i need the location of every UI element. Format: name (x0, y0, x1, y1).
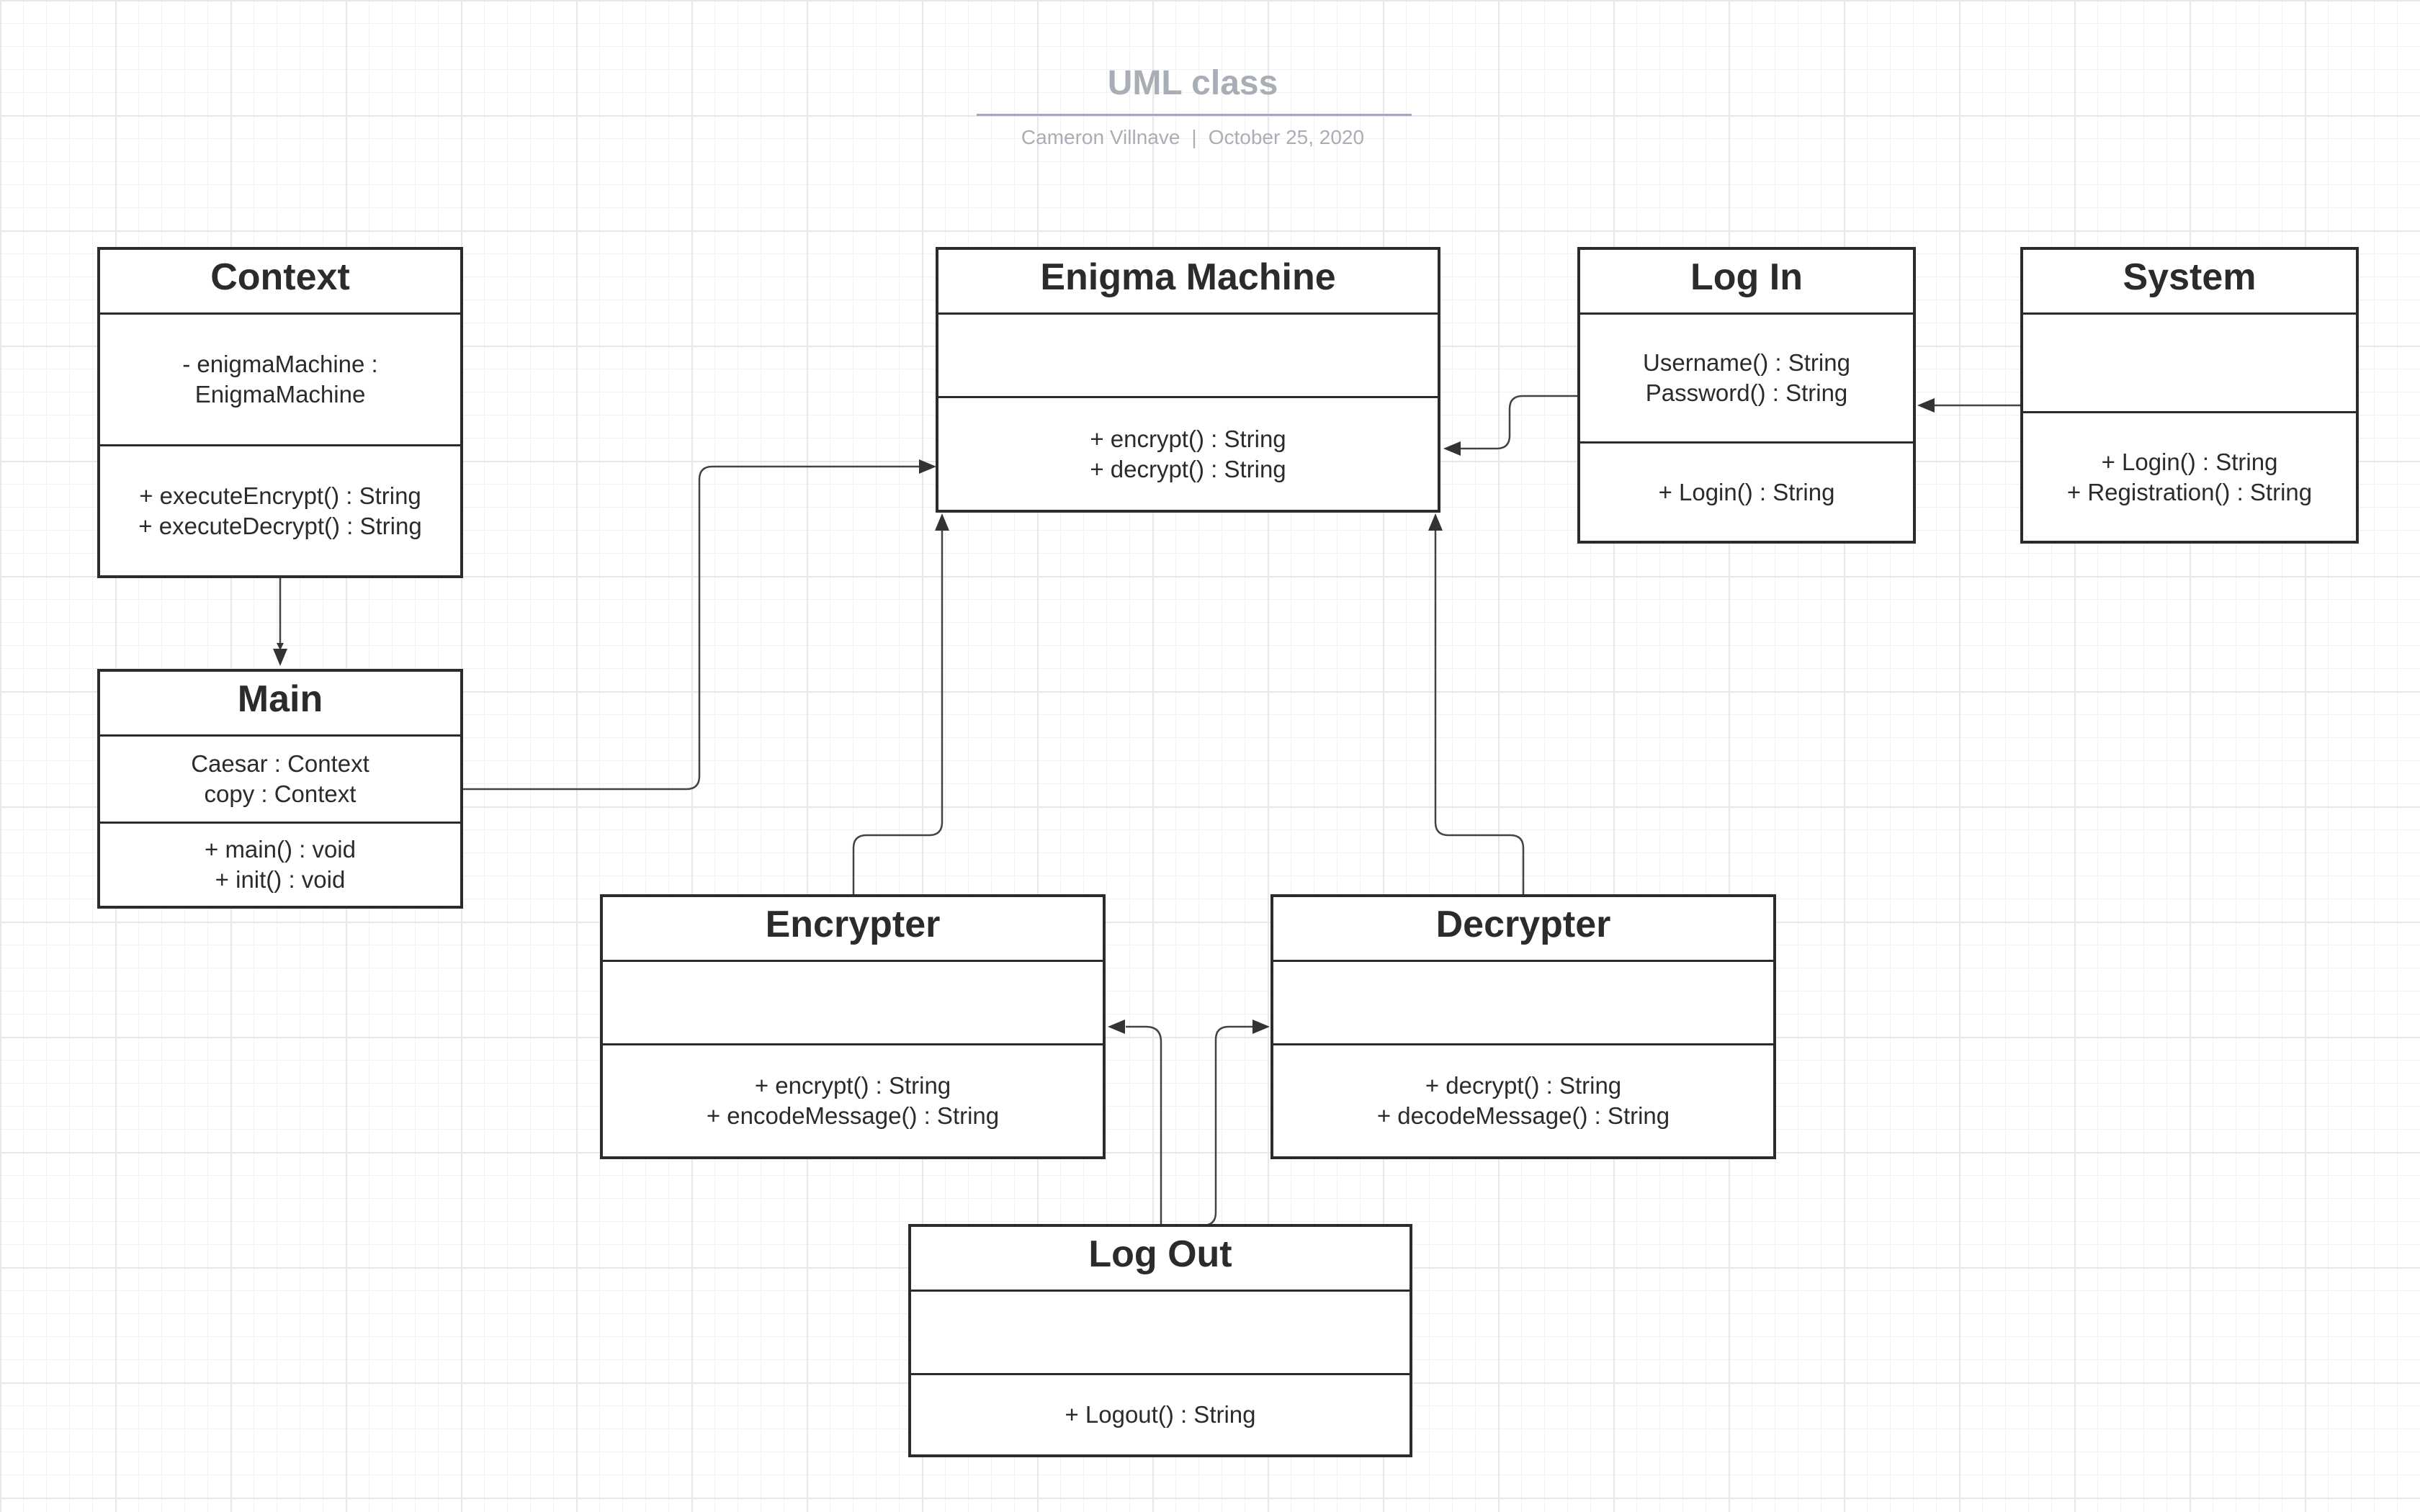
arrowhead-enigma-right (1443, 441, 1461, 456)
attribute-section (603, 962, 1103, 1043)
class-name: Context (100, 250, 460, 315)
attribute-section (911, 1292, 1410, 1373)
class-name: System (2023, 250, 2356, 315)
method: + main() : void (205, 836, 356, 863)
method: + init() : void (215, 866, 346, 893)
attribute: EnigmaMachine (194, 381, 366, 408)
class-name: Main (100, 672, 460, 737)
attribute: Password() : String (1645, 379, 1848, 406)
arrowhead-enigma-left (919, 459, 936, 474)
class-system[interactable]: System + Login() : String + Registration… (2020, 247, 2359, 544)
connector-logout-to-encrypter[interactable] (1126, 1025, 1162, 1225)
method-section: + Logout() : String (911, 1373, 1410, 1454)
method-section: + encrypt() : String + encodeMessage() :… (603, 1043, 1103, 1156)
attribute: Caesar : Context (191, 750, 369, 777)
attribute: - enigmaMachine : (182, 351, 378, 377)
connector-logout-to-decrypter[interactable] (1161, 1025, 1258, 1227)
class-encrypter[interactable]: Encrypter + encrypt() : String + encodeM… (600, 894, 1106, 1159)
connector-encrypter-to-enigma[interactable] (852, 526, 944, 895)
class-log-out[interactable]: Log Out + Logout() : String (908, 1224, 1412, 1457)
method-section: + Login() : String (1580, 441, 1913, 541)
method: + decrypt() : String (1090, 455, 1286, 482)
method: + decrypt() : String (1425, 1072, 1622, 1099)
method: + executeDecrypt() : String (138, 512, 422, 539)
arrowhead-encrypter-up (935, 513, 949, 531)
attribute-section: Username() : String Password() : String (1580, 315, 1913, 441)
class-name: Enigma Machine (938, 250, 1438, 315)
arrowhead-login-right (1917, 398, 1935, 413)
diagram-meta: Cameron Villnave | October 25, 2020 (972, 126, 1413, 149)
class-log-in[interactable]: Log In Username() : String Password() : … (1577, 247, 1916, 544)
class-main[interactable]: Main Caesar : Context copy : Context + m… (97, 669, 463, 909)
arrowhead-decrypter-up (1428, 513, 1443, 531)
attribute-section: - enigmaMachine : EnigmaMachine (100, 315, 460, 444)
method: + executeEncrypt() : String (139, 482, 421, 509)
method: + encrypt() : String (754, 1072, 951, 1099)
method: + Logout() : String (1065, 1401, 1256, 1428)
diagram-title: UML class (1107, 64, 1278, 102)
method-section: + main() : void + init() : void (100, 822, 460, 906)
attribute-section (938, 315, 1438, 396)
method-section: + executeEncrypt() : String + executeDec… (100, 444, 460, 575)
class-enigma-machine[interactable]: Enigma Machine + encrypt() : String + de… (936, 247, 1440, 513)
class-name: Encrypter (603, 897, 1103, 962)
diagram-author: Cameron Villnave (1021, 126, 1180, 148)
title-underline (977, 114, 1412, 116)
method: + encodeMessage() : String (706, 1102, 1000, 1129)
method: + encrypt() : String (1090, 425, 1286, 452)
arrowhead-decrypter-left (1252, 1020, 1270, 1034)
diagram-date: October 25, 2020 (1208, 126, 1365, 148)
attribute-section (2023, 315, 2356, 411)
connector-main-to-enigma[interactable] (463, 465, 924, 791)
method-section: + decrypt() : String + decodeMessage() :… (1273, 1043, 1773, 1156)
method-section: + Login() : String + Registration() : St… (2023, 411, 2356, 541)
connector-login-to-enigma[interactable] (1456, 395, 1578, 450)
class-context[interactable]: Context - enigmaMachine : EnigmaMachine … (97, 247, 463, 578)
method-section: + encrypt() : String + decrypt() : Strin… (938, 396, 1438, 510)
class-name: Decrypter (1273, 897, 1773, 962)
arrowhead-main (273, 649, 287, 666)
class-decrypter[interactable]: Decrypter + decrypt() : String + decodeM… (1270, 894, 1776, 1159)
connector-decrypter-to-enigma[interactable] (1434, 526, 1525, 895)
class-name: Log Out (911, 1227, 1410, 1292)
arrowhead-encrypter-right (1108, 1020, 1125, 1034)
method: + Login() : String (1658, 478, 1835, 505)
method: + Registration() : String (2066, 478, 2313, 505)
attribute: Username() : String (1643, 349, 1850, 376)
class-name: Log In (1580, 250, 1913, 315)
attribute-section (1273, 962, 1773, 1043)
method: + decodeMessage() : String (1376, 1102, 1670, 1129)
attribute-section: Caesar : Context copy : Context (100, 737, 460, 822)
diagram-header: UML class Cameron Villnave | October 25, 2… (972, 63, 1413, 149)
attribute: copy : Context (204, 780, 357, 807)
method: + Login() : String (2101, 448, 2278, 475)
meta-separator: | (1191, 126, 1197, 148)
